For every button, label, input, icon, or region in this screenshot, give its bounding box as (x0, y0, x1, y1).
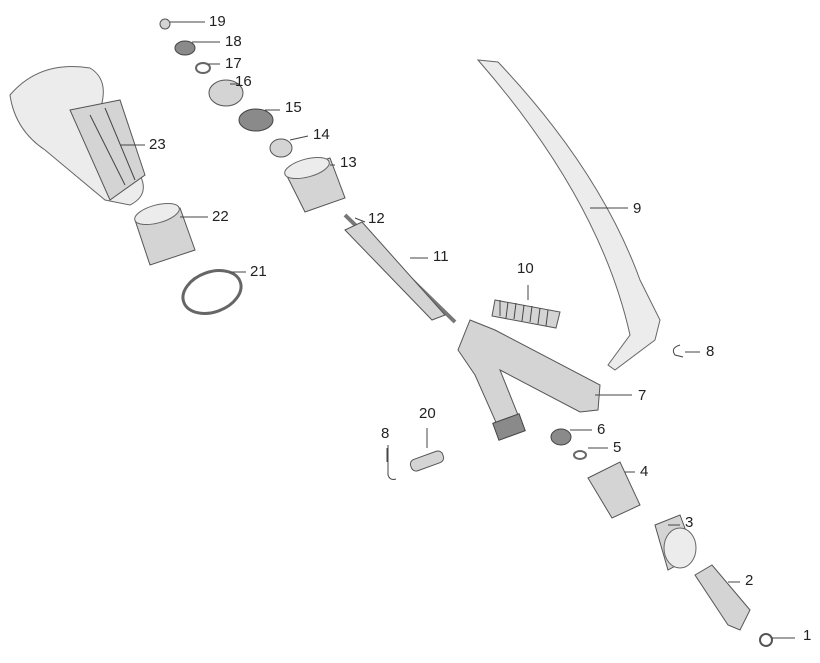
callout-6: 6 (597, 421, 606, 438)
callout-8: 8 (706, 343, 715, 360)
callout-14: 14 (313, 126, 330, 143)
leader-lines (120, 21, 795, 639)
callout-5: 5 (613, 439, 622, 456)
callout-13: 13 (340, 154, 357, 171)
callout-15: 15 (285, 99, 302, 116)
part-7-valve-body (457, 319, 601, 441)
part-13-sleeve (284, 156, 346, 213)
part-8-clip (672, 344, 684, 358)
part-4-fitting (587, 461, 641, 519)
callout-7: 7 (638, 387, 647, 404)
part-5-ring (573, 450, 587, 460)
part-19 (159, 18, 171, 30)
part-15-washer (238, 108, 274, 132)
callout-21: 21 (250, 263, 267, 280)
callout-22: 22 (212, 208, 229, 225)
part-16 (208, 79, 244, 107)
part-9-lever (476, 59, 661, 371)
part-6 (550, 428, 572, 446)
part-23-housing (9, 66, 146, 206)
callout-3: 3 (685, 514, 694, 531)
callout-17: 17 (225, 55, 242, 72)
callout-23: 23 (149, 136, 166, 153)
callout-2: 2 (745, 572, 754, 589)
part-3-cap (654, 514, 697, 571)
part-11-tube (344, 221, 446, 321)
callout-12: 12 (368, 210, 385, 227)
part-21-ring (181, 269, 243, 315)
callout-20: 20 (419, 405, 436, 422)
callout-4: 4 (640, 463, 649, 480)
part-18-nut (174, 40, 196, 56)
part-22-bushing (134, 202, 196, 266)
part-1-clip (759, 633, 773, 647)
part-17-ring (195, 62, 211, 74)
callout-10: 10 (517, 260, 534, 277)
callout-8-left: 8 (381, 425, 390, 442)
callout-18: 18 (225, 33, 242, 50)
callout-16: 16 (235, 73, 252, 90)
callout-9: 9 (633, 200, 642, 217)
part-8-clip-2 (387, 445, 397, 480)
callout-19: 19 (209, 13, 226, 30)
part-2-bolt (694, 564, 751, 631)
part-20-pin (409, 450, 445, 472)
callout-1: 1 (803, 627, 812, 644)
part-10-spring (491, 299, 561, 329)
callout-11: 11 (433, 248, 449, 265)
part-14 (269, 138, 293, 158)
